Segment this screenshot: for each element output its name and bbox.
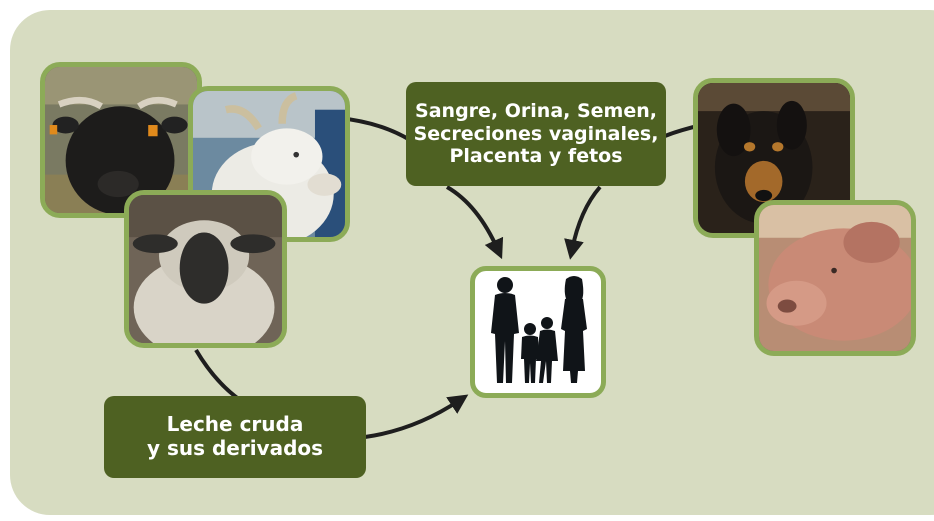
milk-label-line-2: y sus derivados (146, 436, 324, 460)
family-box (470, 266, 606, 398)
fluids-label-line-3: Placenta y fetos (449, 145, 623, 168)
fluids-label-line-2: Secreciones vaginales, (413, 122, 659, 145)
fluids-label-line-1: Sangre, Orina, Semen, (415, 100, 657, 123)
sheep-photo (124, 190, 287, 348)
arrow-fluids-to-family-right (564, 185, 602, 260)
arrow-fluids-to-family-left (445, 185, 504, 260)
milk-label-line-1: Leche cruda (166, 412, 304, 437)
fluids-label-box: Sangre, Orina, Semen, Secreciones vagina… (406, 82, 666, 186)
family-silhouette-icon (491, 276, 587, 383)
arrow-milk-to-family (364, 394, 469, 439)
milk-label-box: Leche cruda y sus derivados (104, 396, 366, 478)
pig-photo (754, 200, 916, 356)
line-sheep-to-milk (194, 348, 242, 402)
